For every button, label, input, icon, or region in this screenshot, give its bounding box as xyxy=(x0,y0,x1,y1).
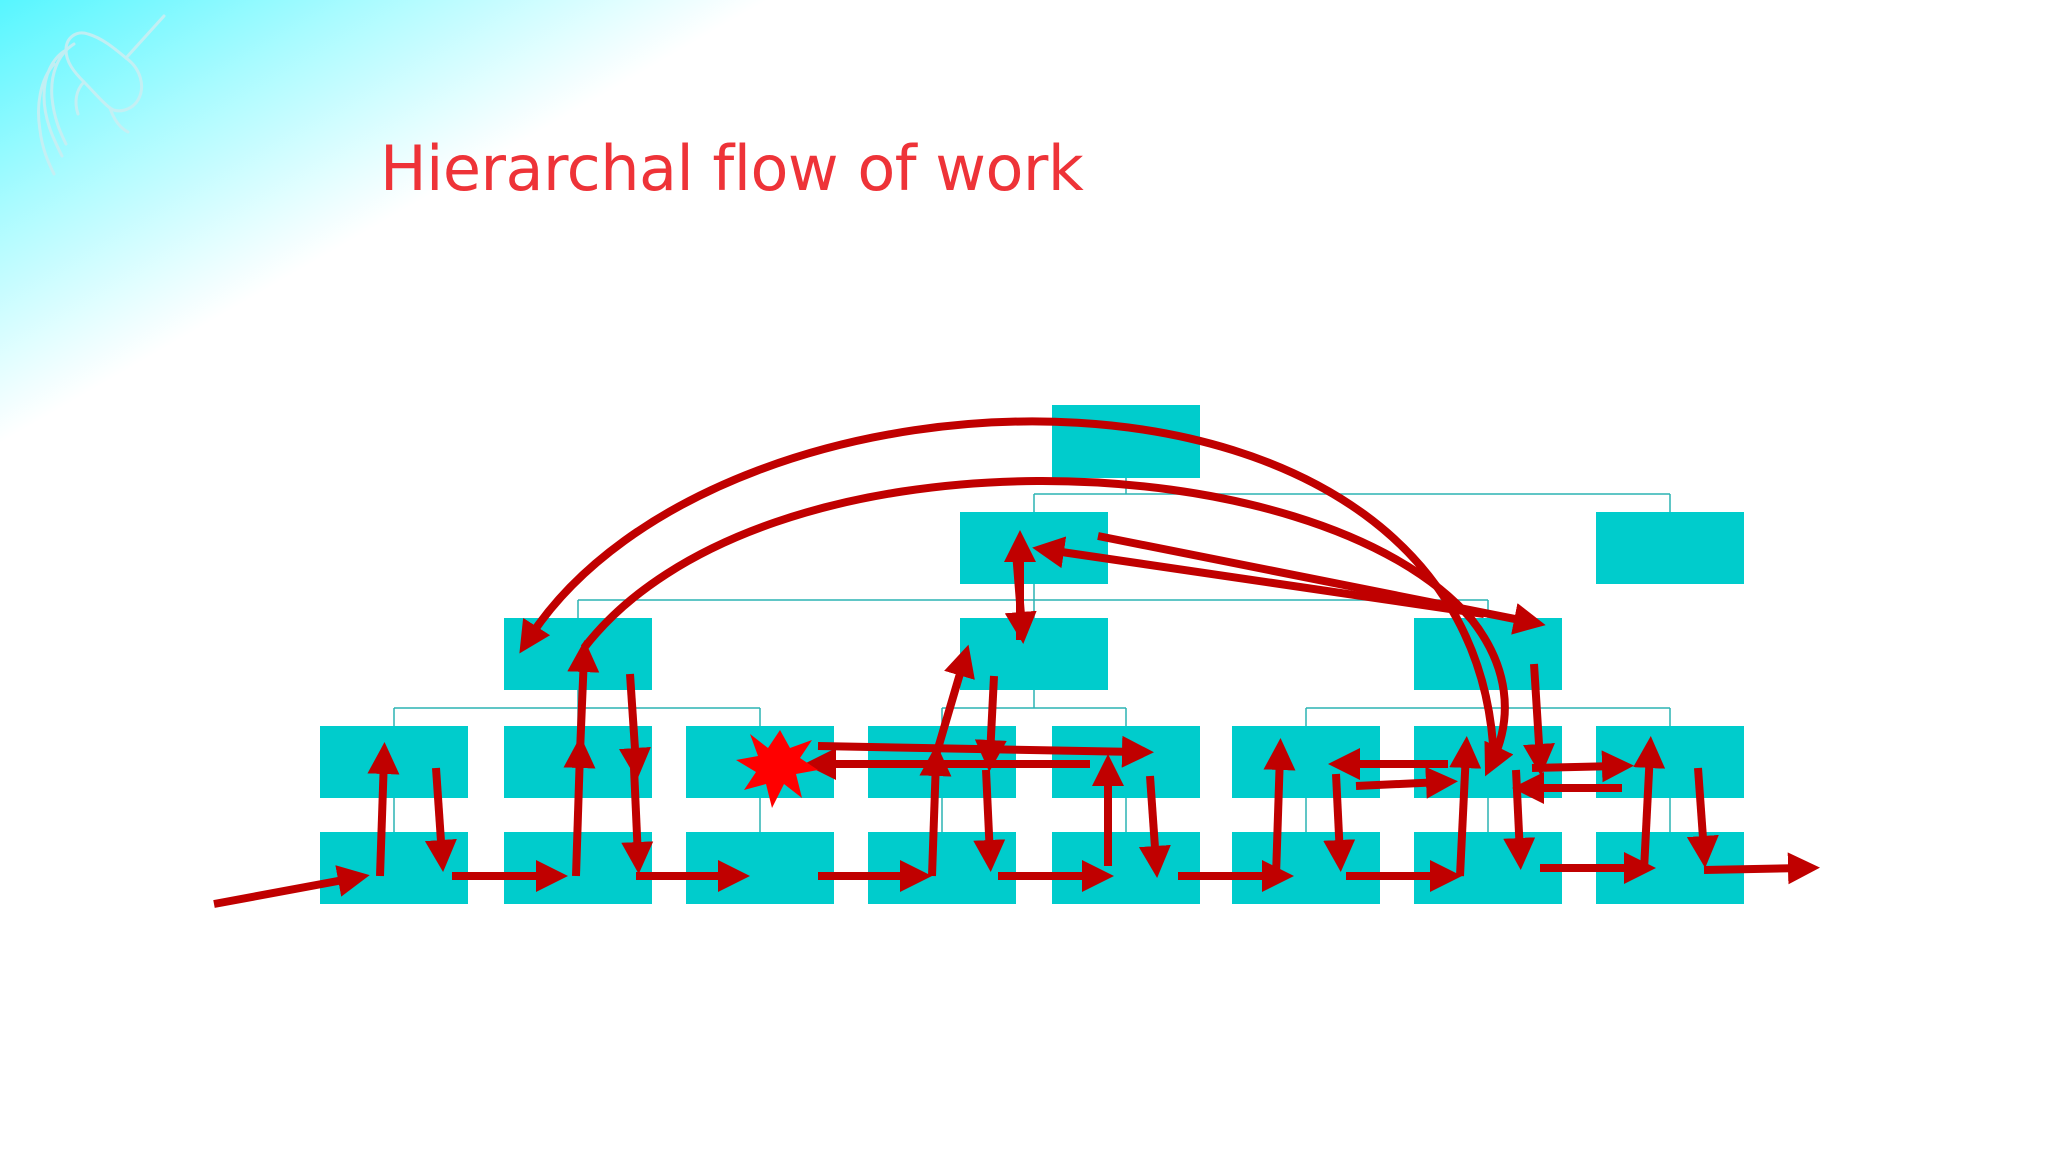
org-box-l4-5 xyxy=(1052,832,1200,904)
flow-arc-inner xyxy=(580,477,1514,777)
org-box-l4-4 xyxy=(868,832,1016,904)
flow-arrow xyxy=(367,742,400,877)
flow-arrow-entry xyxy=(213,865,370,908)
org-box-l4-3 xyxy=(686,832,834,904)
org-box-l4-6 xyxy=(1232,832,1380,904)
flow-arrow xyxy=(618,673,651,780)
flow-arrow xyxy=(563,736,596,877)
flow-arrow xyxy=(1323,773,1356,872)
flow-arrow xyxy=(1686,767,1719,868)
flow-arrow xyxy=(621,767,654,874)
unicorn-logo-icon xyxy=(37,14,166,176)
flow-arrow-exit xyxy=(1703,852,1820,885)
flow-arrow xyxy=(1138,775,1171,878)
flow-arrow xyxy=(1032,536,1485,618)
flow-arrow xyxy=(1531,750,1634,783)
flow-arrow xyxy=(567,640,600,753)
org-box-l1-center xyxy=(960,512,1108,584)
org-box-l2-right xyxy=(1414,618,1562,690)
flow-arrow xyxy=(974,675,1007,772)
flow-arrow xyxy=(919,744,952,877)
flow-arrow xyxy=(1004,551,1037,644)
org-box-l4-1 xyxy=(320,832,468,904)
org-box-l1-right xyxy=(1596,512,1744,584)
slide-title: Hierarchal flow of work xyxy=(380,132,1084,205)
flow-arrow xyxy=(1449,736,1482,877)
flow-arrow xyxy=(817,735,1154,768)
flow-arrow xyxy=(1263,738,1296,877)
explosion-burst-icon xyxy=(736,730,818,808)
flow-arrow xyxy=(1503,769,1536,870)
org-box-l2-center xyxy=(960,618,1108,690)
flow-arrow xyxy=(1523,663,1555,776)
flow-arrow xyxy=(973,769,1006,872)
flow-arrow xyxy=(1355,766,1458,799)
flow-arrow xyxy=(424,767,457,872)
org-box-root xyxy=(1052,405,1200,478)
flow-arrow xyxy=(1633,736,1666,871)
org-box-l4-7 xyxy=(1414,832,1562,904)
work-flow-arrows xyxy=(213,417,1820,908)
org-box-l3-1 xyxy=(320,726,468,798)
